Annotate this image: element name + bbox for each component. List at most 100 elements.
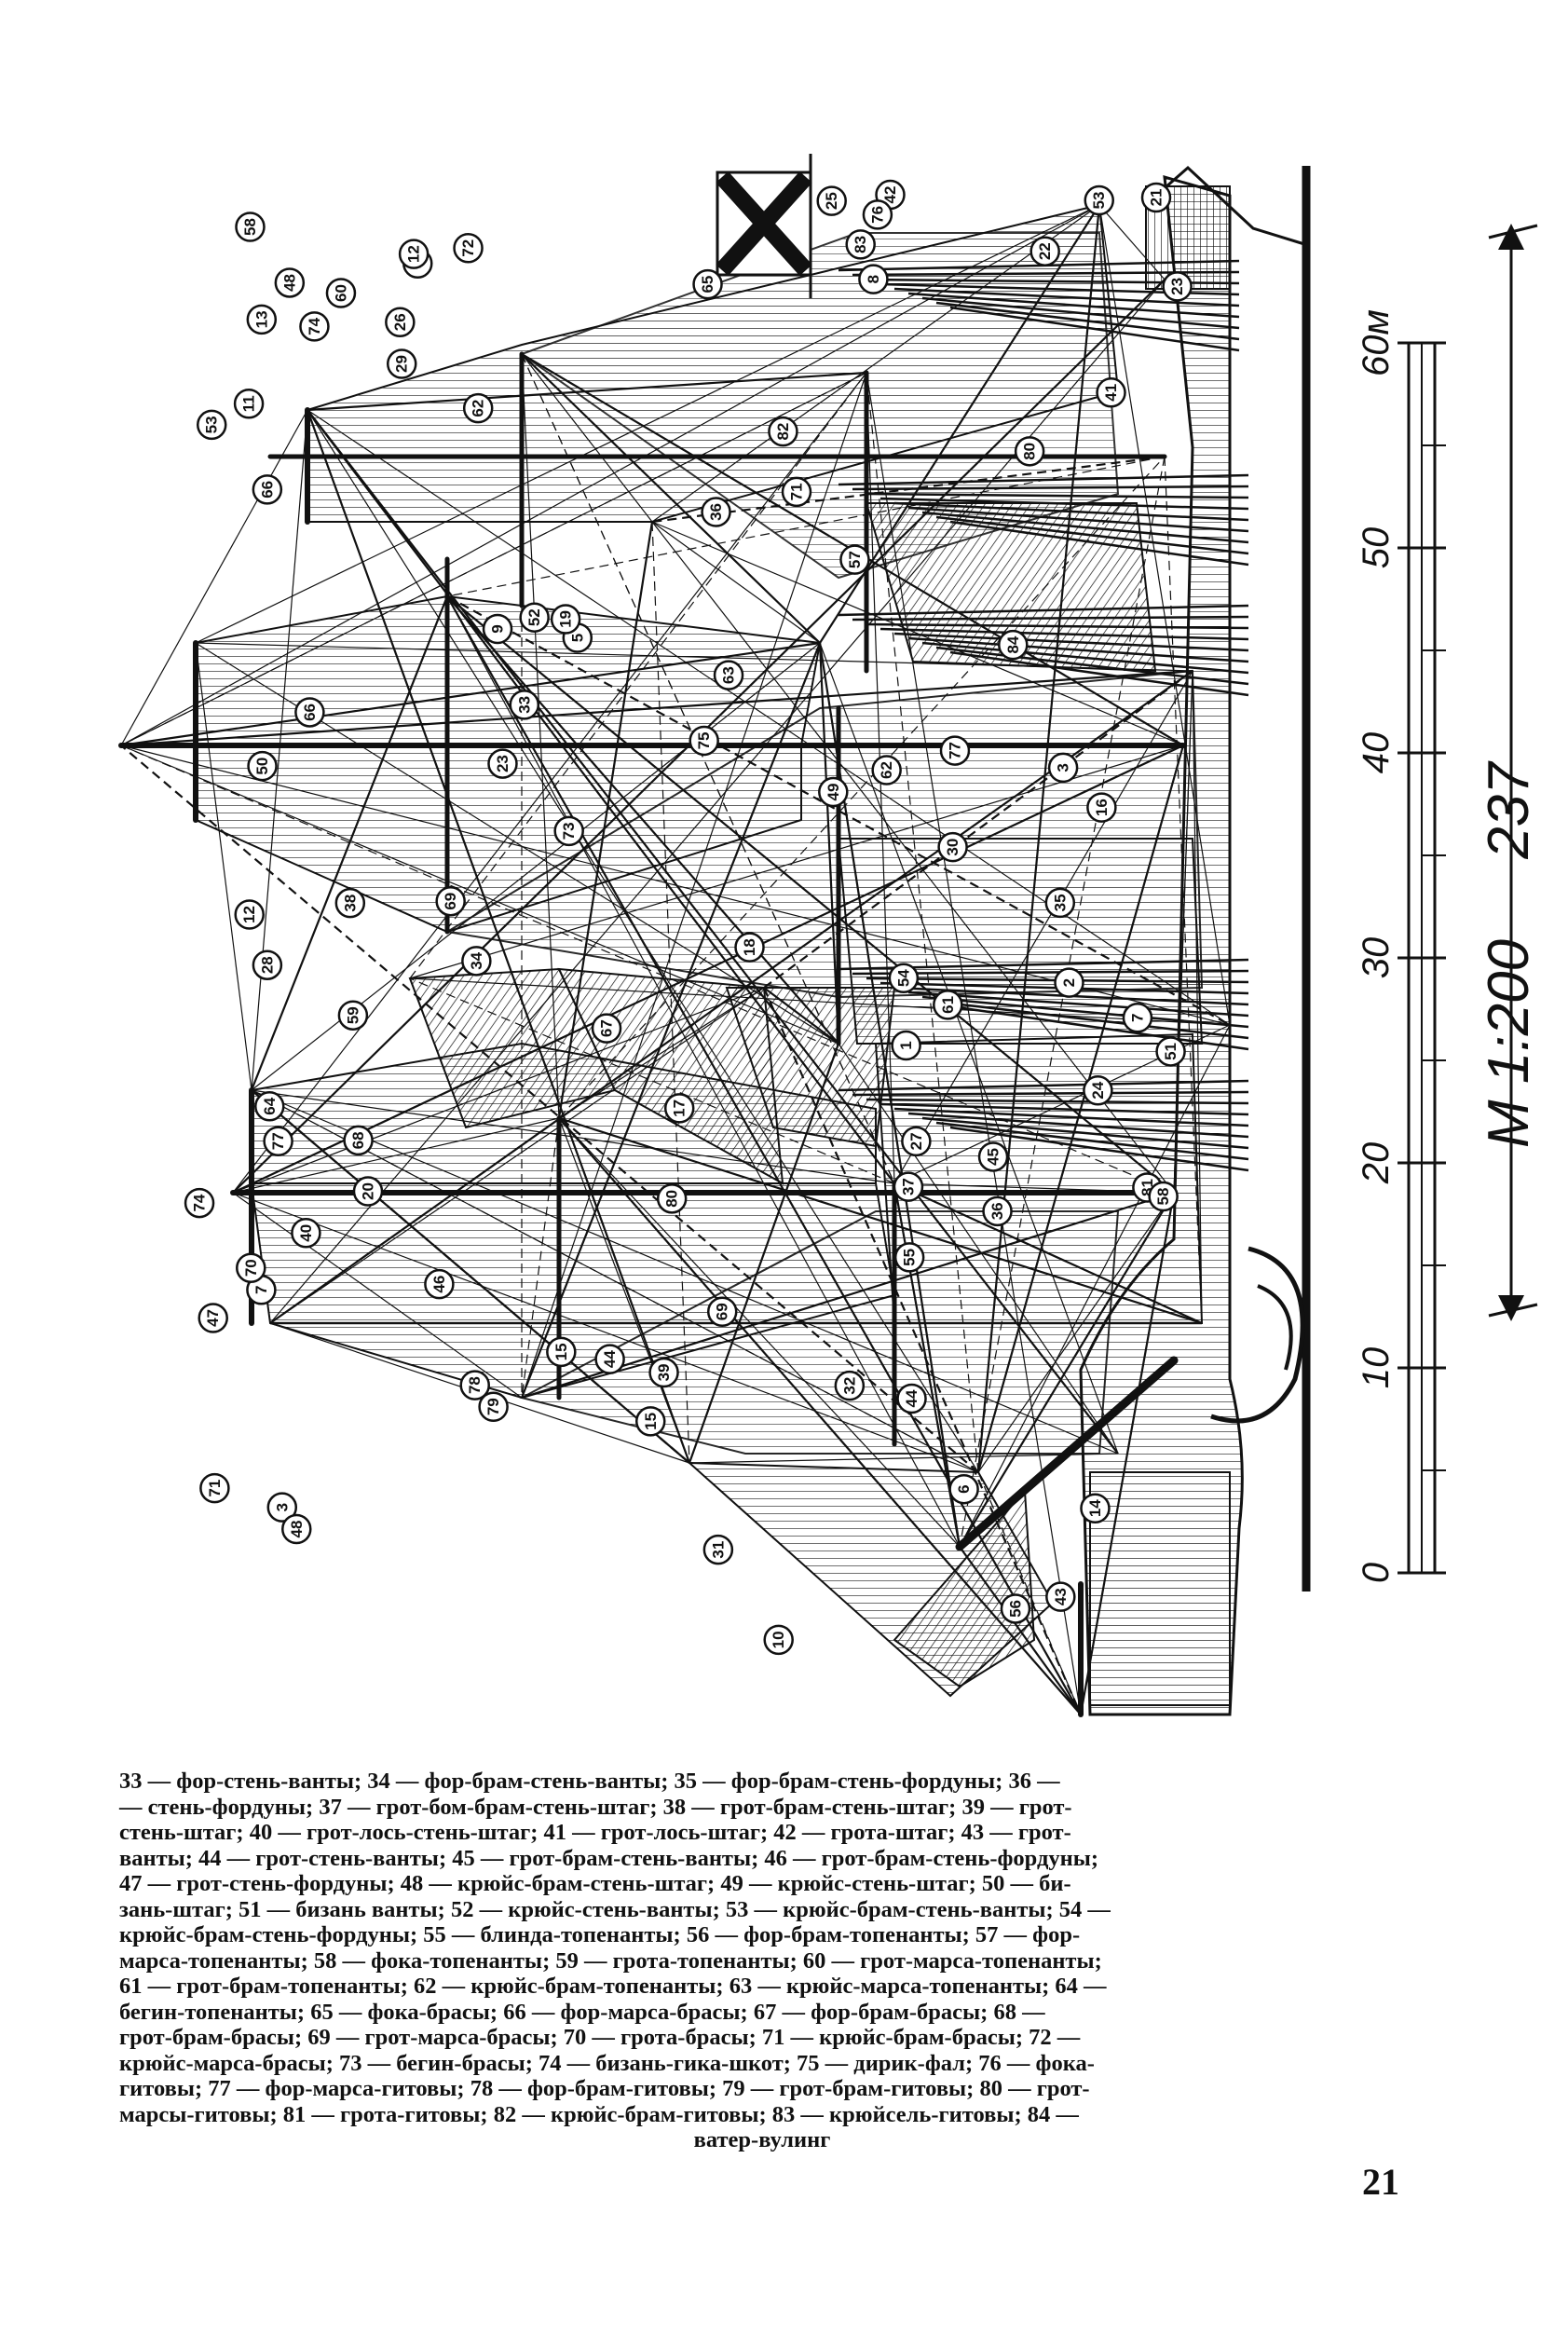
- shroud-line: [852, 615, 1249, 622]
- shroud-line: [866, 492, 1249, 499]
- callout-circle: [352, 1176, 384, 1207]
- rigging-line: [232, 1117, 560, 1194]
- rigging-line: [819, 204, 1100, 644]
- callout-number: 43: [1052, 1588, 1070, 1605]
- callout-marker: 2: [1054, 967, 1084, 998]
- callout-number: 44: [601, 1350, 619, 1368]
- callout-number: 79: [484, 1398, 502, 1415]
- callout-number: 36: [989, 1202, 1006, 1220]
- callout-marker: 69: [435, 885, 466, 917]
- callout-circle: [845, 229, 876, 260]
- callout-circle: [891, 1030, 921, 1061]
- rigging-line: [120, 372, 867, 746]
- rigging-line: [558, 1116, 1203, 1325]
- callout-number: 77: [269, 1132, 287, 1150]
- callout-number: 72: [459, 239, 477, 257]
- rigging-line: [269, 987, 765, 1324]
- callout-number: 3: [1055, 763, 1072, 772]
- callout-number: 77: [946, 742, 963, 759]
- rigging-line: [251, 1089, 1119, 1455]
- legend-line: марса-топенанты; 58 — фока-топенанты; 59…: [119, 1947, 1102, 1974]
- rigging-line: [409, 745, 1184, 979]
- callout-circle: [635, 1406, 666, 1437]
- callout-number: 66: [258, 481, 276, 499]
- callout-circle: [343, 1125, 374, 1156]
- callout-number: 37: [899, 1178, 917, 1195]
- scale-tick-label: 30: [1356, 937, 1397, 979]
- callout-marker: 21: [1140, 182, 1172, 213]
- callout-number: 69: [714, 1303, 731, 1320]
- rigging-line: [120, 745, 979, 1473]
- shroud-line: [893, 501, 1249, 522]
- callout-marker: 42: [875, 179, 906, 211]
- shroud-line: [852, 1090, 1249, 1097]
- rigging-line: [251, 1089, 895, 1184]
- callout-circle: [461, 946, 492, 977]
- rigging-line: [893, 670, 1193, 1184]
- callout-marker: 74: [184, 1187, 215, 1219]
- shroud-line: [921, 511, 1249, 544]
- legend-line: гитовы; 77 — фор-марса-гитовы; 78 — фор-…: [119, 2076, 1090, 2101]
- callout-number: 24: [1089, 1081, 1107, 1099]
- callout-marker: 52: [519, 602, 550, 633]
- callout-number: 62: [878, 761, 895, 779]
- rigging-line: [250, 595, 449, 1091]
- callout-number: 48: [280, 274, 298, 292]
- rigging-line: [689, 1453, 1119, 1464]
- callout-circle: [734, 932, 765, 963]
- callout-circle: [656, 1183, 688, 1214]
- callout-marker: 25: [816, 185, 847, 216]
- callout-marker: 29: [386, 348, 417, 379]
- callout-marker: 84: [998, 629, 1029, 661]
- callout-number: 16: [1093, 799, 1111, 816]
- rigging-line: [232, 745, 1184, 1194]
- callout-marker: 66: [294, 697, 325, 728]
- callout-number: 1: [897, 1041, 915, 1049]
- legend-line: грот-брам-брасы; 69 — грот-марса-брасы; …: [119, 2025, 1081, 2050]
- shroud-line: [921, 641, 1249, 675]
- callout-circle: [453, 233, 484, 264]
- callout-circle: [713, 660, 744, 690]
- legend-line: бегин-топенанты; 65 — фока-брасы; 66 — ф…: [119, 1999, 1045, 2025]
- shroud-line: [907, 636, 1249, 663]
- callout-marker: 70: [236, 1252, 266, 1283]
- callout-number: 34: [468, 951, 485, 969]
- callout-circle: [701, 497, 731, 527]
- callout-marker: 27: [901, 1126, 932, 1157]
- rigging-line: [838, 1043, 1119, 1455]
- shroud-line: [907, 292, 1240, 319]
- callout-marker: 9: [482, 613, 513, 645]
- callout-marker: 17: [663, 1093, 695, 1124]
- rigging-line: [251, 1089, 979, 1473]
- callout-number: 7: [252, 1286, 270, 1294]
- callout-marker: 57: [839, 544, 870, 575]
- legend-line: ватер-вулинг: [693, 2127, 831, 2152]
- rigging-line: [120, 409, 308, 746]
- callout-number: 55: [901, 1249, 919, 1266]
- shroud-line: [866, 1098, 1249, 1105]
- rigging-line: [409, 372, 867, 979]
- callout-marker: 61: [933, 990, 963, 1020]
- callout-number: 78: [466, 1376, 484, 1394]
- callout-number: 36: [707, 503, 725, 521]
- callout-circle: [692, 268, 723, 300]
- callout-circle: [325, 278, 357, 308]
- shroud-line: [921, 1116, 1249, 1150]
- callout-marker: 12: [398, 239, 429, 269]
- scale-tick-label: 20: [1356, 1142, 1397, 1185]
- rigging-line: [558, 1117, 1082, 1715]
- callout-circle: [937, 831, 968, 863]
- callout-circle: [424, 1268, 455, 1300]
- callout-circle: [236, 1252, 266, 1283]
- scale-tick-label: 40: [1356, 732, 1397, 774]
- rigging-line: [251, 1089, 690, 1464]
- rigging-line: [307, 409, 1119, 1455]
- callout-marker: 66: [252, 474, 283, 505]
- callout-number: 80: [1021, 443, 1039, 460]
- callout-number: 7: [1128, 1014, 1146, 1022]
- callout-circle: [781, 476, 812, 508]
- flag: [716, 154, 812, 298]
- rigging-line: [688, 1043, 840, 1464]
- rigging-line: [976, 204, 1101, 1473]
